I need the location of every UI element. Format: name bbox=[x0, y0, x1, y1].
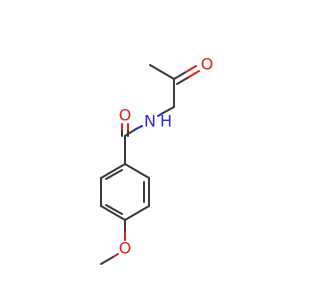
amide-group bbox=[121, 123, 143, 165]
ring-bond-3-4 bbox=[124, 205, 150, 221]
bond-keto-o-inner-red bbox=[188, 70, 200, 78]
amide-nitrogen-label: N bbox=[144, 112, 156, 131]
bond-ether-o-methyl-gray bbox=[100, 256, 114, 265]
acetonyl-committed bbox=[149, 64, 200, 117]
bond-keto-o-inner-gray bbox=[176, 76, 190, 85]
bond-amide-n-ch2-gray bbox=[162, 106, 175, 114]
full-background bbox=[0, 0, 300, 300]
ring-bond-4-5 bbox=[100, 205, 126, 221]
bond-keto-o-outer-red bbox=[185, 65, 197, 73]
bond-amide-c-n-gray bbox=[124, 128, 137, 137]
ring-inner-double-c bbox=[105, 169, 123, 180]
benzene-ring bbox=[100, 163, 150, 221]
molecule-full: O O N H O bbox=[0, 0, 300, 300]
amide-hydrogen-label: H bbox=[160, 112, 172, 131]
bond-amide-c-n-blue bbox=[135, 125, 143, 130]
amide-oxygen-label: O bbox=[119, 106, 132, 125]
bond-keto-carbon-methyl bbox=[149, 64, 175, 80]
ether-oxygen-label: O bbox=[119, 239, 132, 258]
atom-labels: O O N H O bbox=[119, 55, 214, 258]
ring-inner-double-b bbox=[105, 204, 123, 215]
ketone-oxygen-label: O bbox=[201, 55, 214, 74]
ring-bond-6-1 bbox=[100, 163, 126, 179]
bond-keto-o-outer-gray bbox=[173, 71, 187, 80]
ring-bond-1-2 bbox=[124, 163, 150, 179]
methoxy-group bbox=[100, 219, 126, 265]
